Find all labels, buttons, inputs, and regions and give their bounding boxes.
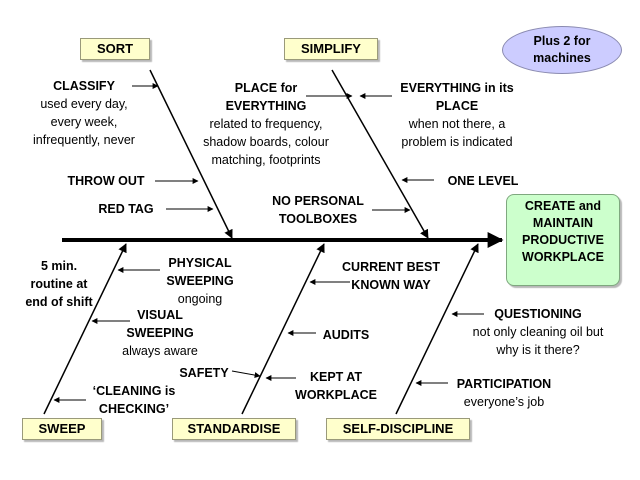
cause-visual-sweeping-title: VISUAL SWEEPING	[126, 308, 194, 340]
cause-safety: SAFETY	[179, 366, 229, 380]
cause-classify: CLASSIFY used every day, every week, inf…	[24, 77, 144, 149]
cause-physical-sweeping-detail: ongoing	[177, 292, 223, 306]
note-text: Plus 2 for machines	[533, 34, 591, 65]
goal-box: CREATE and MAINTAIN PRODUCTIVE WORKPLACE	[506, 194, 620, 286]
arrow-safety	[231, 370, 261, 379]
cause-physical-sweeping-title: PHYSICAL SWEEPING	[166, 256, 234, 288]
note-plus-two-for-machines: Plus 2 for machines	[502, 26, 622, 74]
category-simplify: SIMPLIFY	[284, 38, 378, 60]
category-sweep: SWEEP	[22, 418, 102, 440]
cause-current-best-known-way: CURRENT BEST KNOWN WAY	[334, 258, 448, 294]
cause-participation-detail: everyone’s job	[463, 395, 545, 409]
cause-no-personal-toolboxes-text: NO PERSONAL TOOLBOXES	[272, 194, 364, 226]
cause-visual-sweeping: VISUAL SWEEPING always aware	[110, 306, 210, 360]
cause-everything-in-place-detail: when not there, a problem is indicated	[401, 117, 513, 149]
bone-sort	[149, 69, 233, 239]
cause-place-for-everything-detail: related to frequency, shadow boards, col…	[203, 117, 329, 167]
cause-red-tag: RED TAG	[98, 202, 154, 216]
cause-participation: PARTICIPATION everyone’s job	[442, 375, 566, 411]
bone-standardise	[241, 243, 325, 415]
cause-cleaning-is-checking: ‘CLEANING is CHECKING’	[84, 382, 184, 418]
category-self-discipline: SELF-DISCIPLINE	[326, 418, 470, 440]
bone-self-discipline	[395, 243, 479, 415]
goal-text: CREATE and MAINTAIN PRODUCTIVE WORKPLACE	[522, 199, 604, 264]
cause-place-for-everything-title: PLACE for EVERYTHING	[225, 81, 307, 113]
cause-throw-out: THROW OUT	[67, 174, 145, 188]
cause-physical-sweeping: PHYSICAL SWEEPING ongoing	[156, 254, 244, 308]
cause-current-best-known-way-text: CURRENT BEST KNOWN WAY	[342, 260, 440, 292]
cause-participation-title: PARTICIPATION	[456, 377, 552, 391]
category-standardise: STANDARDISE	[172, 418, 296, 440]
cause-classify-detail: used every day, every week, infrequently…	[33, 97, 135, 147]
cause-questioning-title: QUESTIONING	[494, 307, 582, 321]
cause-kept-at-workplace-text: KEPT AT WORKPLACE	[295, 370, 377, 402]
cause-kept-at-workplace: KEPT AT WORKPLACE	[286, 368, 386, 404]
cause-no-personal-toolboxes: NO PERSONAL TOOLBOXES	[256, 192, 380, 228]
category-sort: SORT	[80, 38, 150, 60]
cause-cleaning-is-checking-text: ‘CLEANING is CHECKING’	[92, 384, 176, 416]
bone-sweep	[43, 243, 127, 415]
cause-audits: AUDITS	[322, 328, 370, 342]
cause-classify-title: CLASSIFY	[53, 79, 115, 93]
cause-questioning-detail: not only cleaning oil but why is it ther…	[472, 325, 604, 357]
cause-five-min-routine: 5 min. routine at end of shift	[22, 257, 96, 311]
cause-visual-sweeping-detail: always aware	[122, 344, 198, 358]
cause-everything-in-place: EVERYTHING in its PLACE when not there, …	[386, 79, 528, 151]
cause-questioning: QUESTIONING not only cleaning oil but wh…	[442, 305, 634, 359]
cause-place-for-everything: PLACE for EVERYTHING related to frequenc…	[196, 79, 336, 169]
cause-one-level: ONE LEVEL	[447, 174, 519, 188]
cause-everything-in-place-title: EVERYTHING in its PLACE	[400, 81, 514, 113]
cause-five-min-routine-text: 5 min. routine at end of shift	[25, 259, 93, 309]
